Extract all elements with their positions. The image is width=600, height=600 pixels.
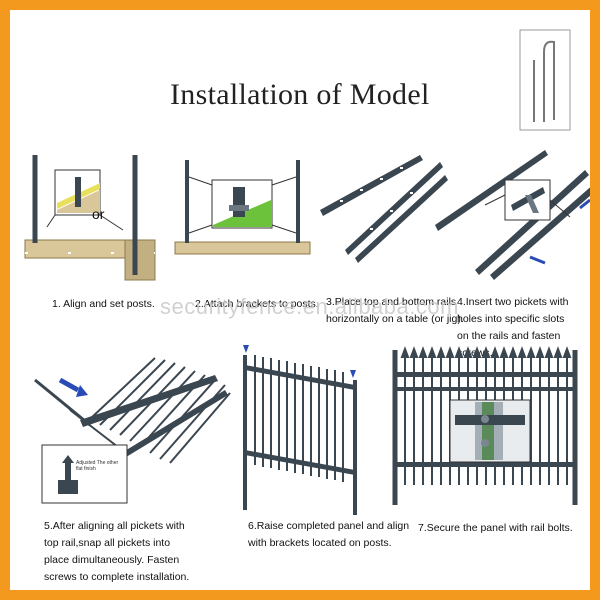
step-3-caption-line-1: 3.Place top and bottom rails xyxy=(326,296,457,308)
step-5-inset-note-line-1: Adjusted The other xyxy=(76,460,119,466)
step-3-illustration xyxy=(320,155,448,263)
picket-tip xyxy=(499,346,509,358)
step-7-caption: 7.Secure the panel with rail bolts. xyxy=(418,520,573,537)
arrow-icon xyxy=(529,255,546,265)
picket-tip xyxy=(517,346,527,358)
step-2-caption: 2.Attach brackets to posts. xyxy=(195,296,319,313)
step-6-caption-line-1: 6.Raise completed panel and align xyxy=(248,520,410,532)
picket-tip xyxy=(508,346,518,358)
picket-tip xyxy=(544,346,554,358)
picket-tip xyxy=(436,346,446,358)
step-5-inset-note: Adjusted The other flat finish xyxy=(76,460,118,472)
picket-tip xyxy=(490,346,500,358)
step-4-caption: 4.Insert two pickets with holes into spe… xyxy=(457,294,590,362)
step-5-caption: 5.After aligning all pickets with top ra… xyxy=(44,518,189,586)
step-6-caption-line-2: with brackets located on posts. xyxy=(248,537,392,549)
step-2-illustration xyxy=(174,160,311,255)
diagram-title: Installation of Model xyxy=(170,78,430,111)
picket-tip xyxy=(526,346,536,358)
picket-tip xyxy=(553,346,563,358)
step-4-caption-line-2: holes into specific slots xyxy=(457,313,565,325)
step-5-caption-line-3: place dimultaneously. Fasten xyxy=(44,554,180,566)
step-7-caption-line: 7.Secure the panel with rail bolts. xyxy=(418,522,573,534)
picket-tip xyxy=(481,346,491,358)
picket-tip xyxy=(463,346,473,358)
watermark: securityfence.en.alibaba.com xyxy=(160,294,459,319)
step-1-caption-line: 1. Align and set posts. xyxy=(52,298,155,310)
picket-tip xyxy=(472,346,482,358)
picket-tip xyxy=(427,346,437,358)
arrow-icon xyxy=(243,345,249,353)
step-5-illustration xyxy=(34,357,231,504)
picket-icon xyxy=(519,29,571,131)
step-1-illustration xyxy=(24,155,156,281)
step-5-inset-note-line-2: flat finish xyxy=(76,466,96,472)
picket-tip xyxy=(418,346,428,358)
picket-tip xyxy=(562,346,572,358)
arrow-icon xyxy=(58,377,88,397)
picket-tip xyxy=(535,346,545,358)
picket-tip xyxy=(445,346,455,358)
step-2-caption-line: 2.Attach brackets to posts. xyxy=(195,298,319,310)
step-5-caption-line-1: 5.After aligning all pickets with xyxy=(44,520,185,532)
step-5-caption-line-2: top rail,snap all pickets into xyxy=(44,537,171,549)
step-7-illustration xyxy=(392,346,578,505)
step-5-caption-line-4: screws to complete installation. xyxy=(44,571,190,583)
picket-tip xyxy=(454,346,464,358)
step-1-inset-label: or xyxy=(92,206,105,222)
picket-tip xyxy=(400,346,410,358)
arrow-icon xyxy=(579,198,590,210)
step-3-caption: 3.Place top and bottom rails horizontall… xyxy=(326,294,464,328)
picket-tip xyxy=(409,346,419,358)
step-4-caption-line-1: 4.Insert two pickets with xyxy=(457,296,569,308)
step-4-illustration xyxy=(435,150,590,280)
step-1-caption: 1. Align and set posts. xyxy=(52,296,155,313)
step-3-caption-line-2: horizontally on a table (or jig). xyxy=(326,313,464,325)
arrow-icon xyxy=(350,370,356,378)
step-6-caption: 6.Raise completed panel and align with b… xyxy=(248,518,409,552)
step-6-illustration xyxy=(243,345,357,515)
